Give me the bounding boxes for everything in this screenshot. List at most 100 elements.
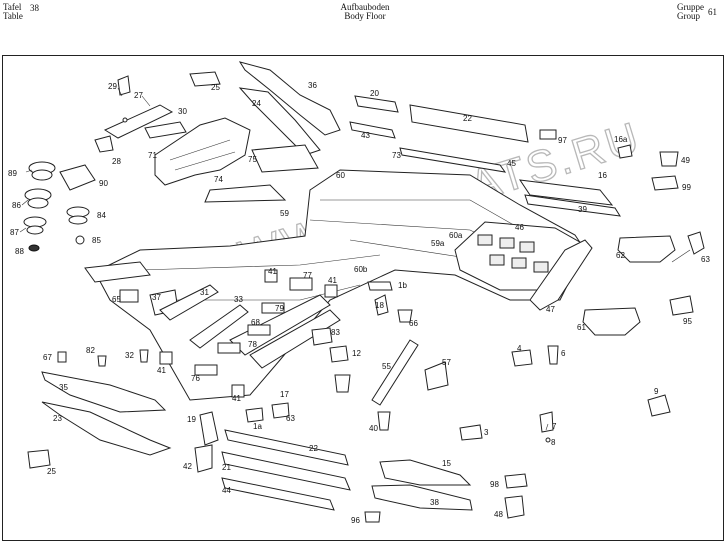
part-44	[221, 477, 335, 511]
table-number: 38	[30, 3, 39, 13]
table-word-en: Table	[3, 11, 23, 21]
part-28	[94, 135, 114, 153]
part-43	[349, 121, 396, 139]
part-16a	[617, 144, 633, 159]
part-7	[539, 411, 554, 433]
part-22-rocker-top	[409, 104, 529, 143]
part-65	[119, 289, 139, 303]
part-35-rail	[41, 371, 167, 413]
part-25-bottom	[27, 449, 51, 469]
part-20	[354, 95, 399, 113]
callout: 63	[701, 255, 710, 264]
callout: 21	[222, 463, 231, 472]
part-85	[75, 235, 85, 245]
callout: 61	[577, 323, 586, 332]
callout: 28	[112, 157, 121, 166]
part-30	[144, 121, 187, 139]
callout: 84	[97, 211, 106, 220]
callout: 57	[442, 358, 451, 367]
callout: 46	[515, 223, 524, 232]
callout: 39	[578, 205, 587, 214]
callout: 41	[157, 366, 166, 375]
part-66	[397, 309, 413, 323]
part-22-rocker-bottom	[224, 429, 349, 466]
part-97	[539, 129, 557, 140]
part-86-cup	[24, 188, 52, 209]
callout: 27	[134, 91, 143, 100]
callout: 77	[303, 271, 312, 280]
callout: 82	[86, 346, 95, 355]
part-19	[199, 411, 219, 446]
callout: 59a	[431, 239, 445, 248]
callout: 63	[286, 414, 295, 423]
callout: 68	[251, 318, 260, 327]
callout: 18	[375, 301, 384, 310]
callout: 67	[43, 353, 52, 362]
page-title: Aufbauboden Body Floor	[335, 3, 395, 21]
callout: 12	[352, 349, 361, 358]
part-9	[647, 394, 671, 417]
part-89-cup	[28, 161, 56, 181]
part-8	[545, 437, 551, 443]
callout: 89	[8, 169, 17, 178]
callout: 60	[336, 171, 345, 180]
callout: 66	[409, 319, 418, 328]
part-49	[659, 151, 679, 167]
callout: 60b	[354, 265, 368, 274]
part-75-plate	[251, 144, 319, 173]
part-6	[547, 345, 559, 365]
part-40	[377, 411, 391, 431]
part-79	[261, 302, 285, 314]
callout: 86	[12, 201, 21, 210]
callout: 55	[382, 362, 391, 371]
callout: 48	[494, 510, 503, 519]
callout: 79	[275, 304, 284, 313]
group-word-de: Gruppe	[677, 2, 704, 12]
part-41-a	[264, 269, 278, 283]
callout: 88	[15, 247, 24, 256]
callout: 8	[551, 438, 556, 447]
part-98	[504, 473, 528, 489]
callout: 23	[53, 414, 62, 423]
callout: 32	[125, 351, 134, 360]
part-90	[59, 164, 96, 191]
callout: 41	[232, 394, 241, 403]
callout: 99	[682, 183, 691, 192]
part-23-rail	[41, 401, 172, 456]
part-57	[424, 361, 449, 391]
callout: 43	[361, 131, 370, 140]
callout: 71	[148, 151, 157, 160]
part-83	[311, 327, 333, 346]
part-68	[247, 324, 271, 336]
part-78	[217, 342, 241, 354]
callout: 78	[248, 340, 257, 349]
callout: 37	[152, 293, 161, 302]
callout: 9	[654, 387, 659, 396]
part-71-firewall	[154, 117, 251, 186]
callout: 74	[214, 175, 223, 184]
part-tower	[334, 374, 351, 393]
callout: 83	[331, 328, 340, 337]
part-88	[28, 244, 40, 252]
part-39-rail	[524, 194, 621, 217]
callout: 16	[598, 171, 607, 180]
part-42	[194, 444, 213, 473]
callout: 38	[430, 498, 439, 507]
callout: 40	[369, 424, 378, 433]
callout: 35	[59, 383, 68, 392]
callout: 59	[280, 209, 289, 218]
part-3	[459, 424, 483, 441]
callout: 1b	[398, 281, 407, 290]
callout: 4	[517, 344, 522, 353]
part-99	[651, 175, 679, 191]
callout: 85	[92, 236, 101, 245]
part-24-rail	[238, 87, 321, 156]
part-74-plate	[204, 184, 287, 203]
part-18	[374, 294, 389, 316]
part-17	[271, 402, 290, 419]
part-16-rail	[518, 179, 614, 206]
table-label: Tafel Table	[3, 3, 23, 21]
callout: 60a	[449, 231, 463, 240]
part-4	[511, 349, 533, 367]
